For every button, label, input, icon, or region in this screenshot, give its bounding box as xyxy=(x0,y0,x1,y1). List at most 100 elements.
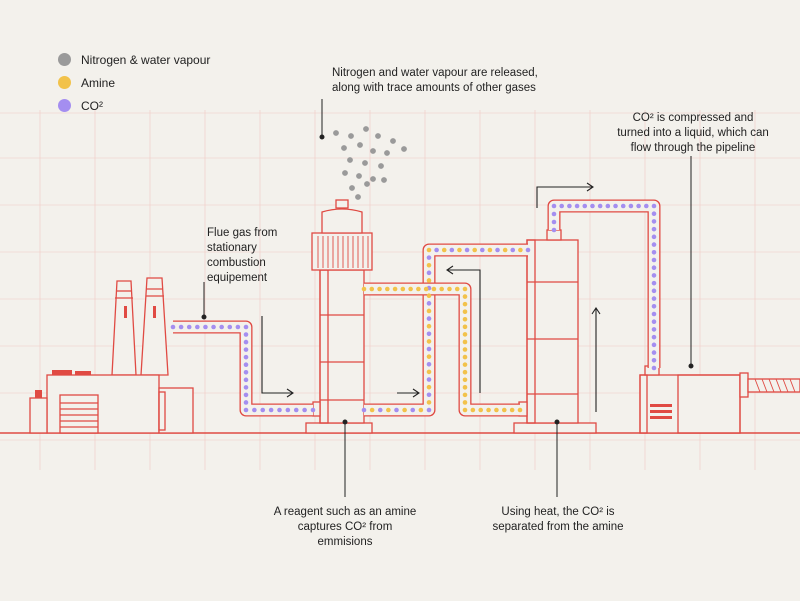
amine-dot-icon xyxy=(58,76,71,89)
particle xyxy=(426,293,432,299)
particle xyxy=(369,286,375,292)
particle xyxy=(434,247,439,253)
particle xyxy=(310,407,316,413)
annotation-line: combustion xyxy=(207,257,266,269)
absorber-band xyxy=(311,232,373,271)
compressor-unit xyxy=(639,365,800,434)
flow-arrow-return xyxy=(448,269,481,393)
particle xyxy=(651,234,657,240)
particle xyxy=(285,407,291,413)
particle xyxy=(462,407,468,413)
particle xyxy=(431,286,437,292)
vapour-particle xyxy=(390,138,396,144)
chimney-left xyxy=(111,280,137,376)
legend-label: Nitrogen & water vapour xyxy=(81,52,211,67)
legend-label: Amine xyxy=(81,75,116,90)
particle xyxy=(651,319,657,325)
particle xyxy=(651,249,657,255)
particle xyxy=(243,324,249,330)
particle xyxy=(195,324,200,330)
particle xyxy=(268,407,274,413)
particle xyxy=(651,296,657,301)
annotation-released: Nitrogen and water vapour are released, … xyxy=(332,66,538,96)
annotation-line: along with trace amounts of other gases xyxy=(332,82,536,94)
particle xyxy=(361,407,367,413)
particle xyxy=(462,347,468,352)
annotation-heat: Using heat, the CO² is separated from th… xyxy=(488,505,628,535)
particle xyxy=(502,247,508,253)
annotation-line: equipement xyxy=(207,272,268,284)
particle xyxy=(559,203,564,209)
particle xyxy=(410,407,416,413)
particle xyxy=(243,362,249,368)
particle xyxy=(394,407,399,413)
annotation-line: Flue gas from xyxy=(207,227,278,239)
particle xyxy=(472,247,477,253)
particle xyxy=(651,257,657,263)
particle xyxy=(501,407,507,413)
legend-item-nitrogen: Nitrogen & water vapour xyxy=(58,48,210,71)
particle-flow xyxy=(170,203,657,413)
absorber-dome xyxy=(321,208,363,234)
particle xyxy=(487,247,493,253)
particle xyxy=(525,247,531,253)
particle xyxy=(551,219,557,225)
vapour-particle xyxy=(349,185,355,191)
vapour-particle xyxy=(364,181,370,187)
vapour-particle xyxy=(363,126,369,132)
particle xyxy=(426,407,432,413)
particle xyxy=(260,407,266,413)
vapour-particle xyxy=(342,170,348,176)
lean-amine-pipe-inner xyxy=(364,283,520,416)
annotation-line: Nitrogen and water vapour are released, xyxy=(332,67,538,79)
annotation-reagent: A reagent such as an amine captures CO² … xyxy=(270,505,420,550)
legend-item-amine: Amine xyxy=(58,71,210,94)
particle xyxy=(426,392,432,398)
chimney-right xyxy=(140,277,169,376)
vapour-particle xyxy=(356,173,362,179)
particle xyxy=(170,324,176,330)
annotation-line: Using heat, the CO² is xyxy=(501,506,615,518)
particle xyxy=(386,407,391,413)
particle xyxy=(426,354,432,359)
particle xyxy=(449,247,455,253)
particle xyxy=(470,407,476,413)
particle xyxy=(636,203,641,209)
particle xyxy=(651,334,657,340)
vapour-particle xyxy=(370,176,376,182)
particle xyxy=(651,311,657,317)
particle xyxy=(243,392,249,398)
annotation-flue-gas: Flue gas from stationary combustion equi… xyxy=(207,226,277,286)
particle xyxy=(426,278,432,283)
flow-arrows xyxy=(261,182,601,412)
annotation-line: turned into a liquid, which can xyxy=(617,127,769,139)
nitrogen-vapour-cloud xyxy=(333,126,407,200)
vapour-particle xyxy=(401,146,407,152)
particle xyxy=(227,324,233,330)
particle xyxy=(462,385,468,390)
particle xyxy=(369,407,375,413)
particle xyxy=(426,262,432,268)
particle xyxy=(243,369,249,375)
particle xyxy=(462,316,468,322)
annotation-compressed: CO² is compressed and turned into a liqu… xyxy=(610,111,776,156)
co2-dot-icon xyxy=(58,99,71,112)
particle xyxy=(651,203,657,209)
particle xyxy=(418,407,424,413)
particle xyxy=(243,377,249,383)
legend: Nitrogen & water vapour Amine CO² xyxy=(58,48,210,117)
particle xyxy=(462,362,468,367)
particle xyxy=(186,324,192,330)
annotation-line: CO² is compressed and xyxy=(632,112,754,124)
particle xyxy=(462,354,468,360)
particle xyxy=(551,211,557,217)
particle xyxy=(597,203,603,209)
annotation-line: flow through the pipeline xyxy=(630,142,756,154)
vapour-particle xyxy=(381,177,387,183)
particle xyxy=(574,203,580,209)
particle xyxy=(243,400,249,405)
particle xyxy=(651,265,657,271)
annotation-line: captures CO² from emmisions xyxy=(297,521,393,548)
particle xyxy=(567,203,572,209)
